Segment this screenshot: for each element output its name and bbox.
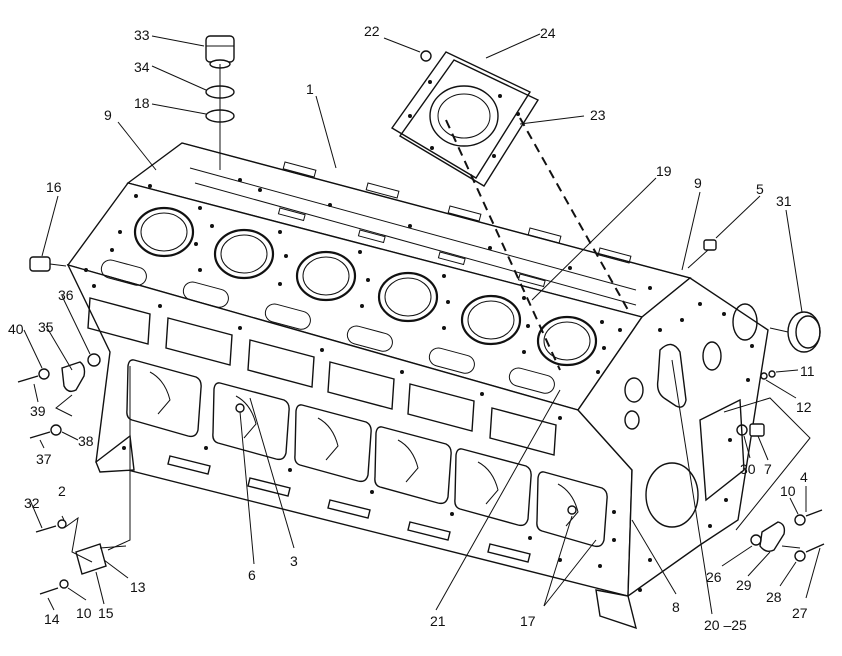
washer-12 (760, 372, 768, 380)
bracket-15 (75, 543, 107, 575)
assembly-lines (55, 117, 811, 563)
callout-9-left: 9 (104, 107, 112, 123)
washer-28 (794, 550, 806, 562)
bolt-holes (84, 178, 754, 592)
washer-30 (736, 424, 748, 436)
callout-31: 31 (776, 193, 792, 209)
callout-19: 19 (656, 163, 672, 179)
callout-9-right: 9 (694, 175, 702, 191)
end-face-features (624, 303, 758, 528)
callout-15: 15 (98, 605, 114, 621)
callout-21: 21 (430, 613, 446, 629)
callout-27: 27 (792, 605, 808, 621)
block-foot-left (95, 434, 135, 473)
callout-26: 26 (706, 569, 722, 585)
callout-40: 40 (8, 321, 24, 337)
callout-23: 23 (590, 107, 606, 123)
bottom-ribs (167, 455, 531, 563)
dowel-22 (420, 50, 432, 62)
callout-20-25: 20 –25 (704, 617, 747, 633)
callout-3: 3 (290, 553, 298, 569)
callout-28: 28 (766, 589, 782, 605)
washer-10-right (794, 514, 806, 526)
seal-31 (769, 311, 821, 353)
fitting-7 (749, 423, 765, 437)
callout-39: 39 (30, 403, 46, 419)
callout-36: 36 (58, 287, 74, 303)
callout-18: 18 (134, 95, 150, 111)
callout-11: 11 (800, 363, 815, 379)
washer-38 (50, 424, 62, 436)
callout-4: 4 (800, 469, 808, 485)
callout-32: 32 (24, 495, 40, 511)
screw-14 (39, 587, 59, 595)
cylinder-bore (460, 294, 522, 346)
plug-5 (703, 239, 717, 251)
cylinder-bore (295, 250, 357, 302)
callout-10-right: 10 (780, 483, 796, 499)
callout-24: 24 (540, 25, 556, 41)
screw-32 (35, 525, 57, 533)
callout-14: 14 (44, 611, 60, 627)
block-foot-right (595, 589, 637, 630)
washer-10-left (59, 579, 69, 589)
washer-40 (38, 368, 50, 380)
screw-4 (805, 509, 823, 517)
crankcase-windows (126, 359, 608, 548)
callout-8: 8 (672, 599, 680, 615)
cover-35 (61, 361, 86, 393)
callout-13: 13 (130, 579, 146, 595)
cylinder-bore (133, 206, 195, 258)
bracket-29 (759, 521, 786, 553)
deck-slots (277, 161, 632, 288)
screw-37 (29, 431, 51, 439)
callout-33: 33 (134, 27, 150, 43)
screw-11 (768, 370, 776, 378)
callout-34: 34 (134, 59, 150, 75)
callout-29: 29 (736, 577, 752, 593)
cylinder-bore (377, 271, 439, 323)
callout-16: 16 (46, 179, 62, 195)
callout-labels: 1 2 3 4 5 6 7 8 9 9 10 10 11 12 13 14 15… (8, 23, 815, 633)
callout-35: 35 (38, 319, 54, 335)
sleeve-33 (205, 35, 235, 69)
callout-17: 17 (520, 613, 536, 629)
callout-38: 38 (78, 433, 94, 449)
upper-side-windows (87, 297, 557, 456)
callout-1: 1 (306, 81, 314, 97)
cylinder-bores (133, 206, 598, 367)
head-gasket (390, 51, 540, 187)
callout-7: 7 (764, 461, 772, 477)
cylinder-bore (536, 315, 598, 367)
callout-6: 6 (248, 567, 256, 583)
washer-2 (57, 519, 67, 529)
callout-2: 2 (58, 483, 66, 499)
callout-5: 5 (756, 181, 764, 197)
pin-17 (567, 505, 577, 515)
pin-16 (29, 256, 67, 272)
engine-block (66, 142, 769, 630)
callout-12: 12 (796, 399, 812, 415)
leader-lines (23, 33, 821, 615)
callout-30: 30 (740, 461, 756, 477)
callout-10-left: 10 (76, 605, 92, 621)
screw-27 (805, 543, 825, 553)
screw-39 (17, 375, 39, 383)
cylinder-bore (213, 228, 275, 280)
callout-37: 37 (36, 451, 52, 467)
washer-36 (87, 353, 101, 367)
washer-26 (750, 534, 762, 546)
face-slots (100, 259, 555, 394)
callout-22: 22 (364, 23, 380, 39)
